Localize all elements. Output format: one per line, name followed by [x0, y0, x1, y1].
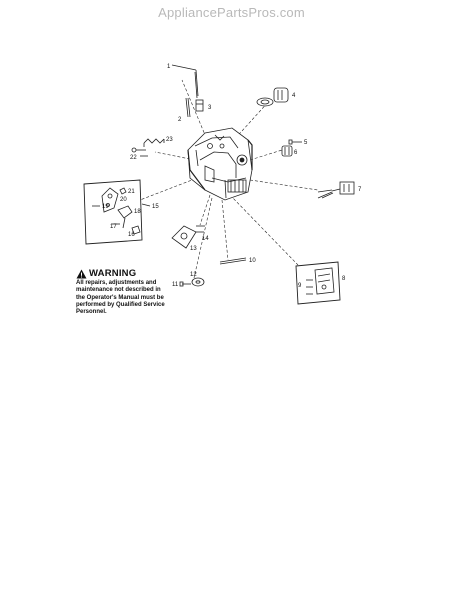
- main-housing: [187, 127, 253, 201]
- part-1-rod: [171, 64, 199, 118]
- callout-11: 11: [172, 282, 179, 288]
- part-13-foot: [171, 225, 197, 249]
- warning-line: the Operator's Manual must be: [76, 294, 164, 301]
- callout-7: 7: [358, 187, 362, 193]
- callout-2: 2: [178, 117, 182, 123]
- warning-line: performed by Qualified Service: [76, 301, 165, 308]
- part-4-cap: [256, 87, 289, 107]
- callout-8: 8: [342, 276, 346, 282]
- callout-20: 20: [120, 197, 127, 203]
- warning-header: WARNING: [76, 268, 186, 279]
- warning-line: Personnel.: [76, 309, 107, 316]
- callout-10: 10: [249, 258, 256, 264]
- subassembly-box-15: [83, 179, 151, 245]
- callout-16: 16: [128, 232, 135, 238]
- part-6-grommet: [281, 145, 293, 157]
- warning-title: WARNING: [89, 268, 137, 279]
- callout-9: 9: [298, 283, 302, 289]
- part-11-screw: [179, 281, 191, 287]
- warning-triangle-icon: [76, 269, 87, 278]
- callout-17: 17: [110, 224, 117, 230]
- warning-line: maintenance not described in: [76, 287, 161, 294]
- warning-body: All repairs, adjustments and maintenance…: [76, 280, 186, 316]
- site-watermark: AppliancePartsPros.com: [158, 5, 305, 20]
- part-14-screw: [194, 225, 205, 233]
- callout-18: 18: [134, 209, 141, 215]
- callout-6: 6: [294, 150, 298, 156]
- part-5-bolt: [288, 139, 302, 145]
- callout-5: 5: [304, 140, 308, 146]
- part-10-rod: [219, 257, 247, 265]
- callout-3: 3: [208, 105, 212, 111]
- callout-15: 15: [152, 204, 159, 210]
- callout-1: 1: [167, 64, 171, 70]
- part-3-fitting: [195, 99, 204, 112]
- callout-12: 12: [190, 272, 197, 278]
- warning-line: All repairs, adjustments and: [76, 280, 157, 286]
- callout-23: 23: [166, 137, 173, 143]
- callout-22: 22: [130, 155, 137, 161]
- part-22-screw: [131, 147, 148, 157]
- part-12-washer: [191, 277, 205, 287]
- callout-4: 4: [292, 93, 296, 99]
- part-7-cable: [317, 181, 355, 199]
- callout-21: 21: [128, 189, 135, 195]
- warning-notice: WARNING All repairs, adjustments and mai…: [76, 268, 186, 316]
- subassembly-box-8: [295, 261, 341, 305]
- callout-13: 13: [190, 246, 197, 252]
- callout-14: 14: [202, 236, 209, 242]
- part-23-spring: [143, 138, 165, 147]
- callout-19: 19: [102, 204, 109, 210]
- callout-labels: 1 2 3 4 5 6 7 8 9 10 11 12 13 14 15 16 1…: [102, 64, 362, 289]
